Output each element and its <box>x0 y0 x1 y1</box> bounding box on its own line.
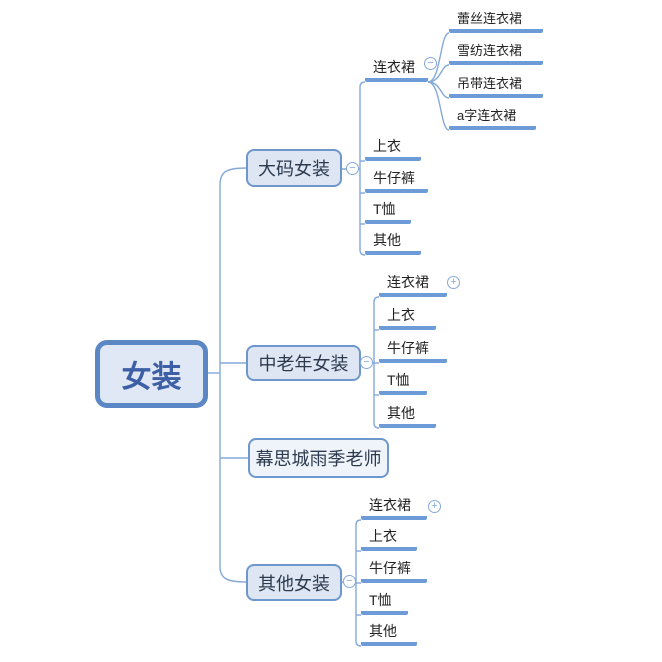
subtopic-aline-dress[interactable]: a字连衣裙 <box>449 106 536 130</box>
subtopic-top[interactable]: 上衣 <box>379 305 436 330</box>
subtopic-chiffon-dress[interactable]: 雪纺连衣裙 <box>449 41 543 65</box>
subtopic-dress[interactable]: 连衣裙 <box>361 495 427 520</box>
collapse-toggle-icon[interactable]: − <box>346 162 359 175</box>
subtopic-top[interactable]: 上衣 <box>361 526 417 551</box>
collapse-toggle-icon[interactable]: − <box>360 356 373 369</box>
subtopic-top[interactable]: 上衣 <box>365 136 421 161</box>
subtopic-jeans[interactable]: 牛仔裤 <box>365 168 428 193</box>
collapse-toggle-icon[interactable]: − <box>424 57 437 70</box>
root-topic[interactable]: 女装 <box>95 340 208 408</box>
subtopic-jeans[interactable]: 牛仔裤 <box>379 338 447 363</box>
subtopic-jeans[interactable]: 牛仔裤 <box>361 558 427 583</box>
collapse-toggle-icon[interactable]: − <box>343 575 356 588</box>
subtopic-tshirt[interactable]: T恤 <box>365 199 411 224</box>
subtopic-misc[interactable]: 其他 <box>361 621 417 646</box>
subtopic-dress[interactable]: 连衣裙 <box>379 272 447 297</box>
branch-topic-teacher[interactable]: 幕思城雨季老师 <box>248 438 389 478</box>
branch-topic-plus-size[interactable]: 大码女装 <box>246 149 342 187</box>
subtopic-tshirt[interactable]: T恤 <box>361 590 408 615</box>
subtopic-tshirt[interactable]: T恤 <box>379 370 427 395</box>
branch-topic-middle-aged[interactable]: 中老年女装 <box>246 345 361 381</box>
branch-topic-other[interactable]: 其他女装 <box>246 564 342 601</box>
subtopic-misc[interactable]: 其他 <box>365 230 421 255</box>
subtopic-slip-dress[interactable]: 吊带连衣裙 <box>449 74 543 98</box>
subtopic-misc[interactable]: 其他 <box>379 403 436 428</box>
expand-toggle-icon[interactable]: + <box>428 500 441 513</box>
expand-toggle-icon[interactable]: + <box>447 276 460 289</box>
subtopic-dress[interactable]: 连衣裙 <box>365 57 428 82</box>
subtopic-lace-dress[interactable]: 蕾丝连衣裙 <box>449 9 543 33</box>
